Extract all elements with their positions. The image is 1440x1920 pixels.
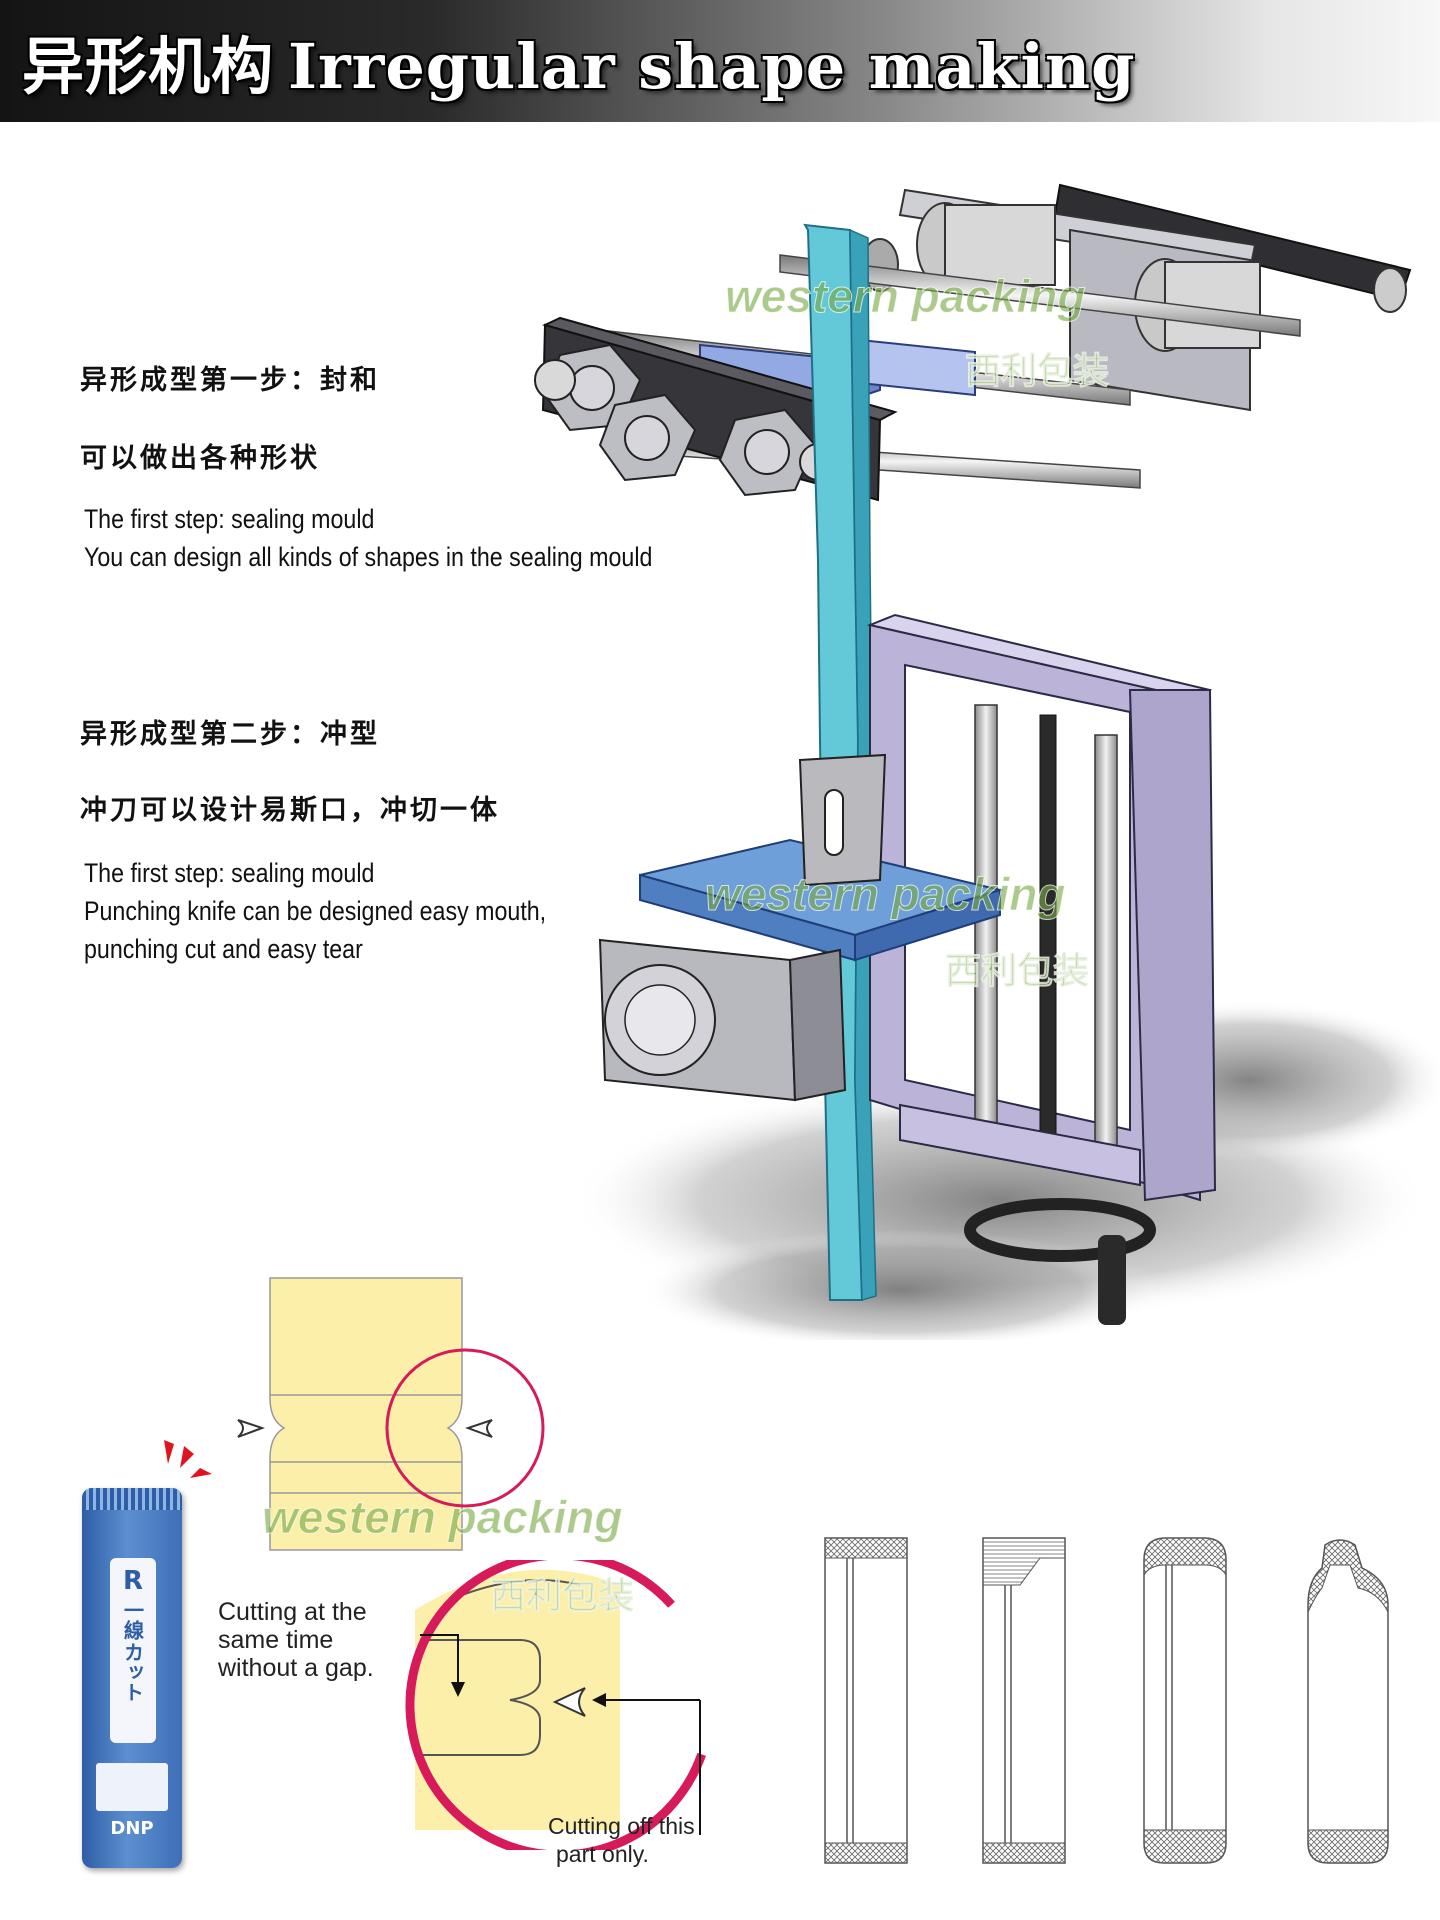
cutting-off-label: Cutting off this part only. xyxy=(548,1812,695,1868)
shape-bottle xyxy=(1307,1539,1389,1864)
attention-icon xyxy=(164,1440,212,1478)
shape-slanted xyxy=(982,1537,1066,1864)
cutting-gap-line2: same time xyxy=(218,1626,334,1654)
watermark-top-en: western packing xyxy=(725,270,1085,322)
pouch-shape-examples xyxy=(824,1537,1389,1864)
sachet-product: R 一線 カット DNP xyxy=(82,1488,182,1868)
sachet-brand: DNP xyxy=(110,1818,154,1839)
step2-subheading: 冲刀可以设计易斯口，冲切一体 xyxy=(80,795,500,826)
title-cn: 异形机构 xyxy=(22,30,275,103)
step1-subheading: 可以做出各种形状 xyxy=(80,443,320,474)
sachet-line1: R xyxy=(122,1566,144,1596)
cutting-gap-label: Cutting at the same time without a gap. xyxy=(218,1598,374,1682)
watermark-top-cn: 西利包装 xyxy=(965,351,1109,392)
step1-heading: 异形成型第一步：封和 xyxy=(80,365,380,396)
step2-description: The first step: sealing mould Punching k… xyxy=(84,854,546,968)
title-en: Irregular shape making xyxy=(288,30,1136,103)
cutter-knife xyxy=(798,753,887,887)
cutting-detail-diagram: 西利包装 xyxy=(405,1560,715,1850)
highlight-circle-small xyxy=(385,1348,545,1508)
air-cylinder xyxy=(598,938,847,1102)
punching-table xyxy=(639,838,1004,962)
step2-en-line2: Punching knife can be designed easy mout… xyxy=(84,896,547,926)
step2-en-line3: punching cut and easy tear xyxy=(84,934,363,964)
step2-heading: 异形成型第二步：冲型 xyxy=(80,719,380,750)
step1-en-line1: The first step: sealing mould xyxy=(84,504,375,534)
shape-straight xyxy=(824,1537,908,1864)
handwheel xyxy=(964,1198,1156,1325)
watermark-bottom-en: western packing xyxy=(261,1491,623,1544)
step1-description: The first step: sealing mould You can de… xyxy=(84,500,652,576)
cutting-gap-line1: Cutting at the xyxy=(218,1598,367,1626)
shape-rounded xyxy=(1143,1537,1227,1864)
cutting-off-line1: Cutting off this xyxy=(548,1813,695,1839)
watermark-detail-cn: 西利包装 xyxy=(490,1576,634,1617)
step2-en-line1: The first step: sealing mould xyxy=(84,858,375,888)
punch-frame xyxy=(866,613,1217,1202)
sachet-line3: カット xyxy=(120,1642,145,1702)
watermark-mid-cn: 西利包装 xyxy=(945,951,1089,992)
watermark-mid-en: western packing xyxy=(705,868,1065,920)
cutting-off-line2: part only. xyxy=(556,1841,649,1867)
front-cylinders xyxy=(534,343,837,497)
sachet-line2: 一線 xyxy=(120,1600,145,1640)
back-cylinders xyxy=(861,202,1407,352)
step1-en-line2: You can design all kinds of shapes in th… xyxy=(84,542,653,572)
machine-illustration: western packing 西利包装 western packing 西利包… xyxy=(534,183,1440,1340)
pouch-strip-diagram xyxy=(237,1277,545,1551)
cutting-gap-line3: without a gap. xyxy=(218,1654,374,1682)
